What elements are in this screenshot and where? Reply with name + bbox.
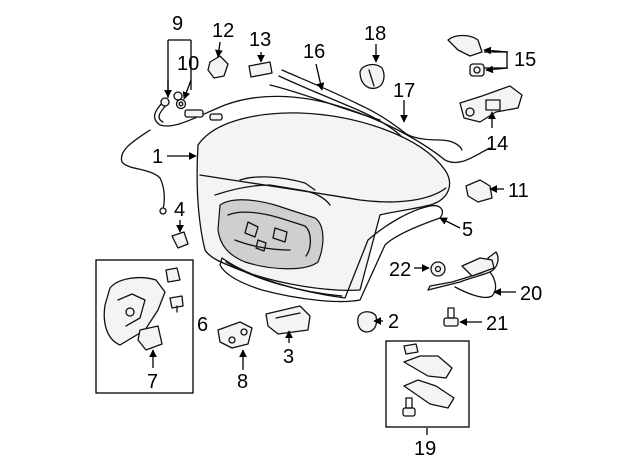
part-20-hinge xyxy=(427,251,499,299)
callout-17: 17 xyxy=(393,80,415,102)
trunk-lid xyxy=(196,112,451,291)
part-10-grommet xyxy=(175,98,187,110)
callout-7: 7 xyxy=(147,371,158,393)
callout-14: 14 xyxy=(486,133,508,155)
part-21-bolt xyxy=(443,307,459,327)
callout-18: 18 xyxy=(364,23,386,45)
callout-21: 21 xyxy=(486,313,508,335)
callout-9: 9 xyxy=(172,13,183,35)
part-22-grommet xyxy=(430,261,446,277)
callout-numbers: 1 2 3 4 5 6 7 8 9 10 11 12 13 14 15 16 1… xyxy=(147,13,542,460)
leader-lines xyxy=(149,39,516,435)
callout-4: 4 xyxy=(174,199,185,221)
callout-3: 3 xyxy=(283,346,294,368)
callout-19: 19 xyxy=(414,438,436,460)
leader-15-b xyxy=(485,65,509,74)
part-19-hinge-kit-box xyxy=(385,340,470,428)
part-14-latch xyxy=(459,85,523,123)
callout-2: 2 xyxy=(388,311,399,333)
leader-16 xyxy=(315,63,325,91)
callout-15: 15 xyxy=(514,49,536,71)
callout-5: 5 xyxy=(462,219,473,241)
callout-13: 13 xyxy=(249,29,271,51)
part-7-actuator xyxy=(137,325,163,351)
callout-6: 6 xyxy=(197,314,208,336)
part-15-striker-cylinder xyxy=(447,34,485,77)
callout-8: 8 xyxy=(237,371,248,393)
part-3-striker xyxy=(265,305,311,335)
leader-10 xyxy=(182,79,192,100)
part-12-clip xyxy=(207,55,229,79)
callout-20: 20 xyxy=(520,283,542,305)
part-11-bracket xyxy=(465,179,493,203)
part-6-latch xyxy=(103,267,184,346)
callout-16: 16 xyxy=(303,41,325,63)
release-cable xyxy=(120,91,491,215)
callout-12: 12 xyxy=(212,20,234,42)
part-13-label xyxy=(248,61,273,78)
part-19-hinge-kit xyxy=(402,343,455,417)
part-2-bumper xyxy=(357,311,378,333)
leader-15-a xyxy=(483,46,509,55)
part-18-bumper xyxy=(359,63,385,90)
leader-5 xyxy=(439,217,461,229)
callout-11: 11 xyxy=(508,180,529,202)
leader-12 xyxy=(215,41,223,58)
part-4-cap xyxy=(171,231,189,249)
callout-22: 22 xyxy=(389,259,411,281)
part-8-hinge-bracket xyxy=(217,321,253,349)
callout-10: 10 xyxy=(177,53,199,75)
torsion-rods xyxy=(269,69,463,151)
latch-assembly-box xyxy=(95,259,194,394)
leader-15 xyxy=(484,51,508,69)
callout-1: 1 xyxy=(152,146,163,168)
